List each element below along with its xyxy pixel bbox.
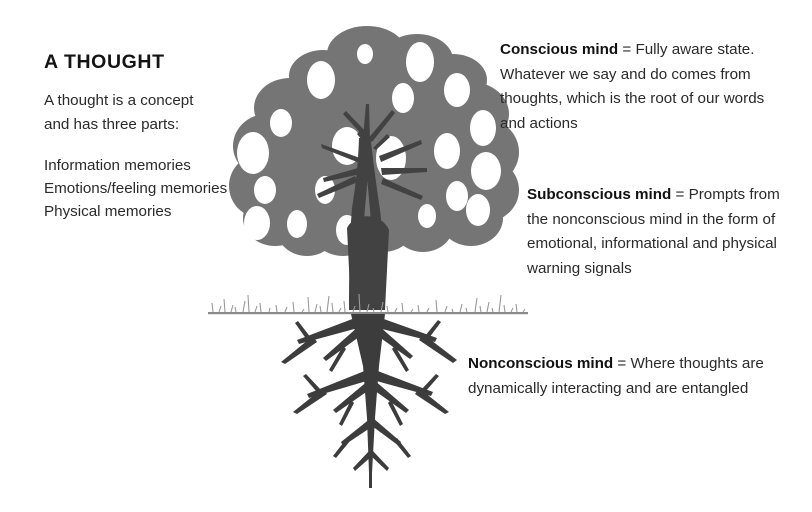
note-separator: =	[618, 41, 636, 58]
intro-paragraph: A thought is a concept and has three par…	[44, 89, 254, 136]
list-item: Emotions/feeling memories	[44, 179, 228, 197]
thought-parts-list: Information memories Emotions/feeling me…	[44, 154, 254, 223]
note-separator: =	[613, 355, 631, 372]
grass-tufts	[211, 293, 526, 313]
note-subconscious-mind: Subconscious mind = Prompts from the non…	[527, 183, 795, 282]
note-separator: =	[671, 186, 689, 203]
list-item: Information memories	[44, 156, 191, 174]
list-item: Physical memories	[44, 202, 172, 220]
note-term: Subconscious mind	[527, 186, 672, 203]
page-title: A THOUGHT	[44, 51, 165, 73]
note-term: Nonconscious mind	[468, 355, 614, 372]
note-body: Prompts from the nonconscious mind in th…	[527, 186, 780, 277]
note-body: Where thoughts are dynamically interacti…	[468, 355, 764, 397]
note-nonconscious-mind: Nonconscious mind = Where thoughts are d…	[468, 352, 788, 401]
ground-line	[208, 312, 528, 315]
note-term: Conscious mind	[500, 41, 619, 58]
note-body: Fully aware state. Whatever we say and d…	[500, 41, 765, 132]
note-conscious-mind: Conscious mind = Fully aware state. What…	[500, 38, 790, 137]
intro-line-1: A thought is a concept	[44, 92, 194, 110]
tree-diagram	[195, 18, 545, 498]
left-text-panel: A THOUGHT A thought is a concept and has…	[44, 51, 254, 223]
tree-trunk	[347, 138, 389, 310]
intro-line-2: and has three parts:	[44, 116, 180, 133]
root-system	[281, 314, 457, 488]
